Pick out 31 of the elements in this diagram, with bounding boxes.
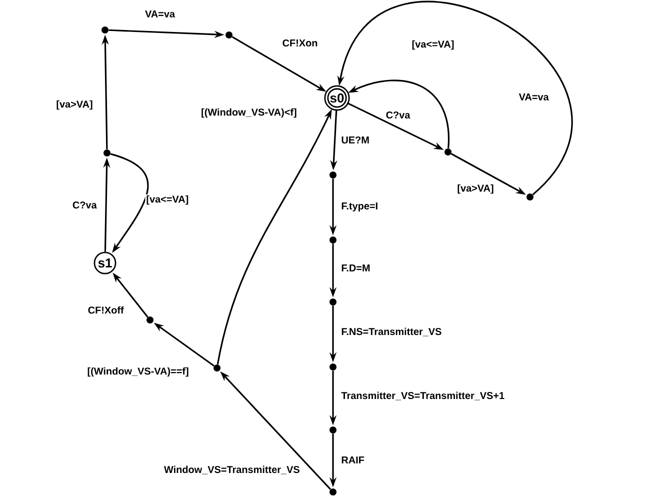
dot [330,364,336,370]
edge-label: [va>VA] [456,183,495,195]
edge-label: F.type=I [340,202,380,212]
edge-label: Window_VS=Transmitter_VS [162,464,301,476]
edge-label: [va<=VA] [145,194,190,206]
dot [330,488,336,496]
edge-label: F.NS=Transmitter_VS [340,326,443,338]
dot [330,172,336,178]
edge-label: [(Window_VS-VA)<f] [200,107,298,119]
edge-label: VA=va [144,10,176,18]
edge-label: C?va [71,200,98,210]
edge-label: [va>VA] [55,99,94,111]
edge-label: CF!Xon [281,38,319,48]
dot [526,194,534,200]
dot [226,32,232,38]
dot [102,26,108,34]
edge-label: F.D=M [340,264,372,272]
edge-label: Transmitter_VS=Transmitter_VS+1 [340,390,506,402]
dot [330,426,336,434]
edge-label: [va<=VA] [410,39,456,51]
edge-label: UE?M [340,135,370,144]
edge-label: VA=va [518,92,550,102]
edge-label: C?va [384,110,412,120]
edge-label: [(Window_VS-VA)==f] [86,366,190,378]
dot [444,148,452,156]
dot [104,150,110,156]
dot [214,364,220,372]
edge-label: RAIF [340,456,366,464]
dot [330,236,336,244]
edge-label: CF!Xoff [86,305,125,315]
dot [146,316,154,324]
